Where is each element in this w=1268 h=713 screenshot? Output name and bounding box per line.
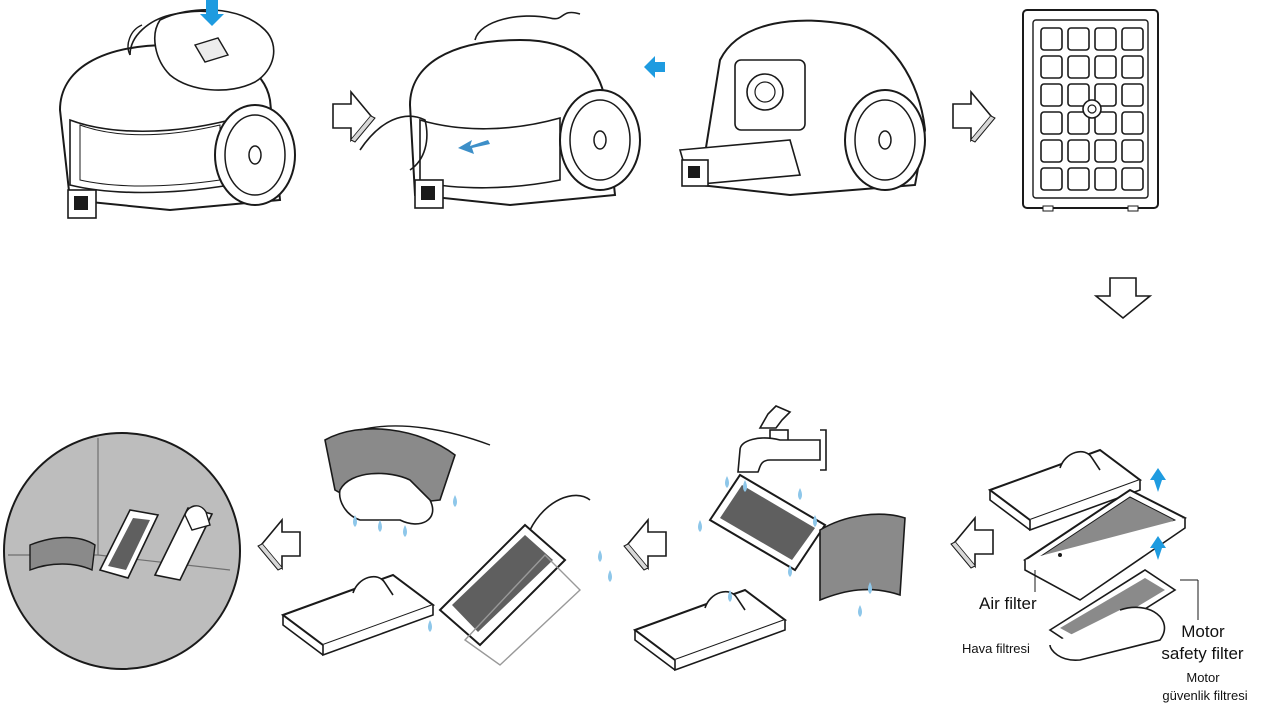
water-drops	[353, 495, 612, 632]
hand-icon	[359, 115, 428, 171]
left-arrow-icon	[644, 56, 665, 78]
dry-step	[282, 425, 612, 666]
right-arrow-icon	[952, 91, 996, 143]
left-arrow-icon	[623, 519, 667, 571]
vacuum-step-1	[58, 0, 296, 219]
faucet-icon	[737, 405, 827, 473]
motor-filter-tr-label-2: güvenlik filtresi	[1162, 688, 1248, 703]
hand-icon	[529, 494, 591, 531]
washing-step	[634, 405, 906, 671]
vacuum-step-3-open	[678, 19, 927, 197]
drying-circle	[3, 432, 241, 670]
left-arrow-icon	[257, 519, 301, 571]
air-filter-label: Air filter	[979, 594, 1037, 613]
filter-cassette	[1022, 9, 1159, 212]
hand-icon	[1049, 606, 1166, 661]
motor-filter-tr-label-1: Motor	[1186, 670, 1220, 685]
vacuum-step-2	[359, 11, 641, 209]
motor-filter-label-2: safety filter	[1161, 644, 1244, 663]
air-filter-block	[1023, 488, 1187, 601]
up-arrow-icon	[1150, 536, 1166, 560]
up-arrow-icon	[1150, 468, 1166, 492]
down-arrow-icon	[1093, 277, 1153, 320]
water-drops	[698, 476, 872, 617]
filter-parts-exploded	[989, 449, 1199, 661]
motor-filter-label-1: Motor	[1181, 622, 1225, 641]
hand-icon	[474, 11, 581, 41]
air-filter-tr-label: Hava filtresi	[962, 641, 1030, 656]
left-arrow-icon	[950, 517, 994, 569]
right-arrow-icon	[332, 91, 376, 143]
press-down-arrow-icon	[200, 0, 224, 26]
pull-arrow-icon	[458, 140, 490, 154]
hand-icon	[338, 472, 434, 525]
